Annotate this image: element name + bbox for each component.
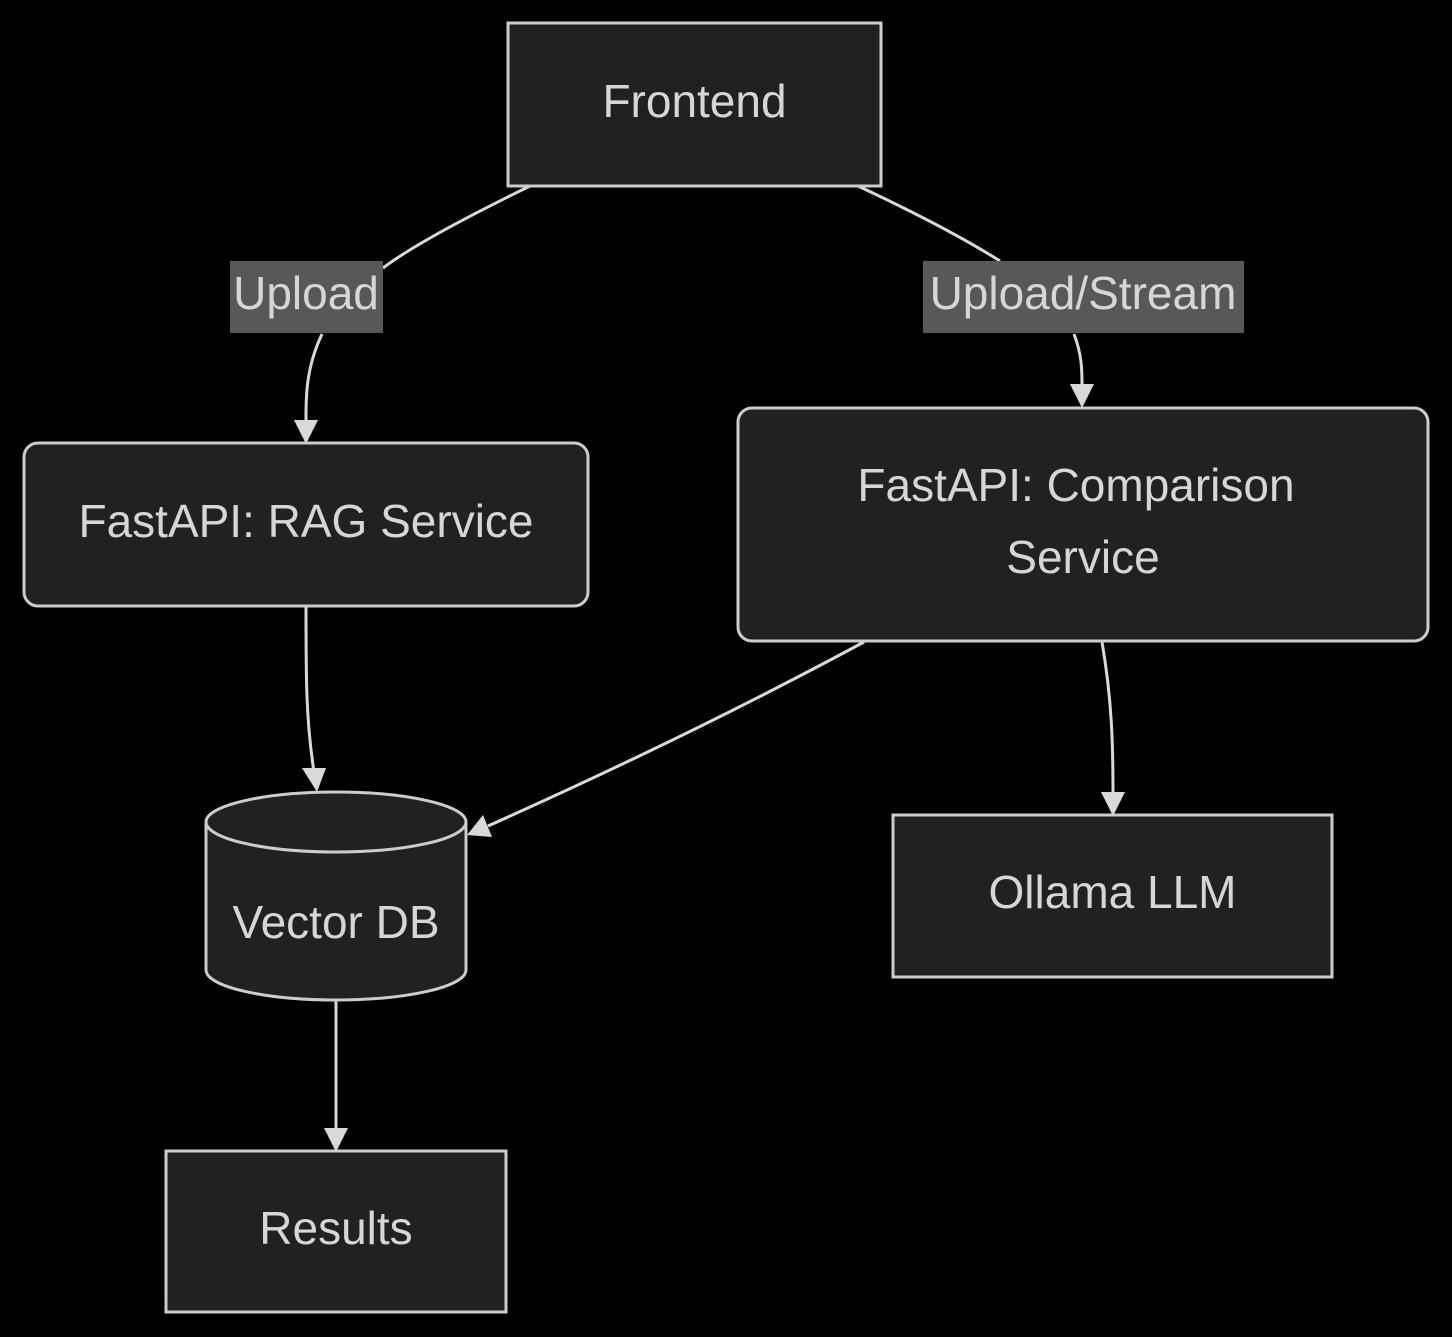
node-frontend: Frontend [506, 21, 883, 188]
edge-comparison-to-vectordb [487, 640, 865, 828]
edge-frontend-to-rag [304, 184, 531, 423]
node-results-label: Results [259, 1202, 412, 1254]
node-rag-service: FastAPI: RAG Service [22, 441, 590, 608]
edge-label-upload-stream: Upload/Stream [930, 267, 1237, 319]
node-results: Results [164, 1149, 508, 1314]
arrow-head-results [324, 1128, 348, 1152]
arrow-head-rag [294, 420, 318, 444]
nodes: Frontend FastAPI: RAG Service FastAPI: C… [22, 21, 1430, 1314]
arrow-head-vectordb-from-comparison [467, 815, 492, 837]
edge-label-upload: Upload [233, 267, 379, 319]
arrow-head-ollama [1101, 792, 1125, 816]
node-ollama-llm: Ollama LLM [891, 813, 1334, 979]
node-comparison-service: FastAPI: Comparison Service [736, 406, 1430, 643]
edge-frontend-to-comparison [857, 184, 1084, 387]
node-comparison-service-label-line1: FastAPI: Comparison [857, 459, 1294, 511]
edge-label-upload-bg [230, 261, 383, 333]
node-vector-db: Vector DB [204, 790, 468, 1002]
node-frontend-label: Frontend [602, 75, 786, 127]
node-vector-db-label: Vector DB [232, 896, 439, 948]
edge-rag-to-vectordb [304, 605, 316, 773]
arrow-head-vectordb-from-rag [302, 768, 326, 792]
node-ollama-llm-label: Ollama LLM [989, 866, 1237, 918]
arrow-head-comparison [1070, 384, 1094, 408]
node-comparison-service-label-line2: Service [1006, 531, 1159, 583]
edges [294, 184, 1125, 1152]
edge-label-upload-stream-bg [923, 261, 1244, 333]
edge-labels: Upload Upload/Stream [230, 261, 1244, 333]
node-rag-service-label: FastAPI: RAG Service [78, 495, 533, 547]
edge-comparison-to-ollama [1100, 641, 1115, 795]
